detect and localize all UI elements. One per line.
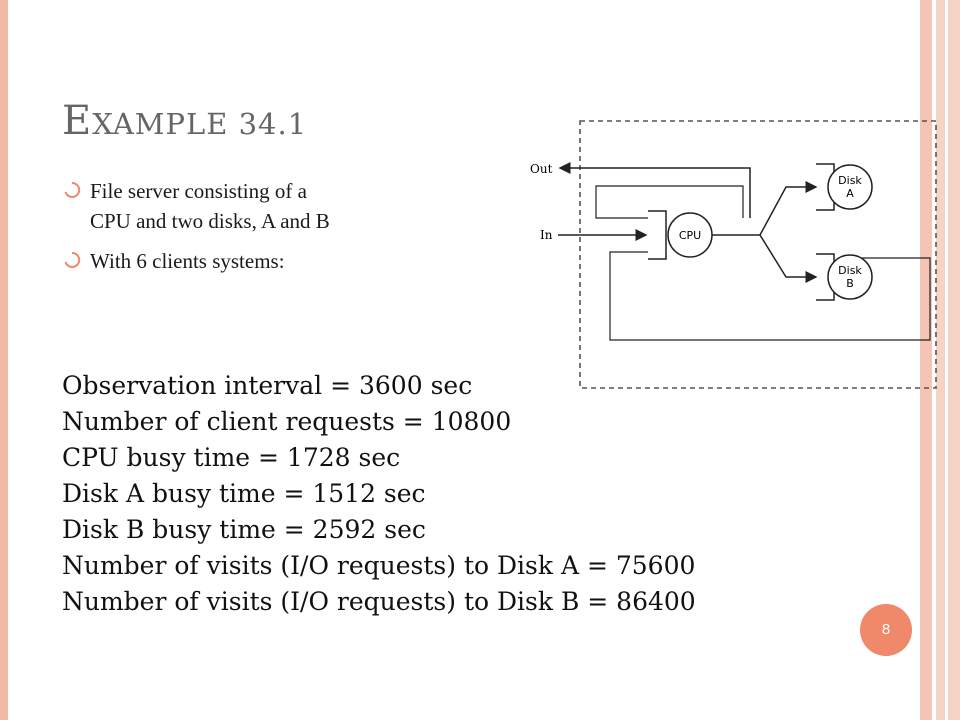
- diagram-dashed-border: [579, 120, 937, 389]
- bullet-list: File server consisting of a CPU and two …: [62, 176, 532, 286]
- arrow-to-disk-b: [759, 234, 818, 283]
- bullet-line: File server consisting of a: [90, 179, 307, 203]
- bullet-icon: [64, 181, 81, 198]
- in-label: In: [540, 228, 553, 242]
- disk-b-label: Disk: [838, 264, 862, 277]
- bullet-item: File server consisting of a CPU and two …: [62, 176, 532, 236]
- disk-a-server: [827, 164, 873, 210]
- disk-feedback-loop: [609, 251, 931, 341]
- slide-title-rest: XAMPLE 34.1: [92, 107, 308, 141]
- bullet-icon: [64, 251, 81, 268]
- out-arrow: [558, 162, 751, 218]
- equation-line: Number of client requests = 10800: [62, 407, 512, 436]
- slide-right-border-gap: [932, 0, 936, 720]
- equation-line: Observation interval = 3600 sec: [62, 371, 473, 400]
- slide-right-border: [920, 0, 932, 720]
- bullet-line: CPU and two disks, A and B: [90, 209, 330, 233]
- slide-right-border-outer: [936, 0, 960, 720]
- cpu-loop: [595, 185, 744, 219]
- cpu-queue: [648, 210, 667, 260]
- equation-line: Disk A busy time = 1512 sec: [62, 479, 426, 508]
- disk-a-letter: A: [846, 187, 854, 200]
- disk-a-label: Disk: [838, 174, 862, 187]
- slide-title-initial: E: [62, 98, 93, 144]
- slide-title: EXAMPLE 34.1: [62, 98, 307, 144]
- bullet-line: With 6 clients systems:: [90, 249, 285, 273]
- equation-line: CPU busy time = 1728 sec: [62, 443, 401, 472]
- disk-b-letter: B: [846, 277, 854, 290]
- equation-line: Disk B busy time = 2592 sec: [62, 515, 426, 544]
- equation-list: Observation interval = 3600 sec Number o…: [62, 368, 696, 620]
- slide-left-border: [0, 0, 8, 720]
- out-label: Out: [530, 162, 553, 176]
- cpu-label: CPU: [679, 229, 701, 242]
- slide-right-border-line: [945, 0, 948, 720]
- arrow-to-disk-a: [759, 181, 818, 236]
- equation-line: Number of visits (I/O requests) to Disk …: [62, 551, 696, 580]
- disk-b-server: [827, 254, 873, 300]
- equation-line: Number of visits (I/O requests) to Disk …: [62, 587, 696, 616]
- page-number-badge: 8: [860, 604, 912, 656]
- queueing-network-diagram: Out In CPU Disk A Disk B: [530, 120, 937, 389]
- bullet-item: With 6 clients systems:: [62, 246, 532, 276]
